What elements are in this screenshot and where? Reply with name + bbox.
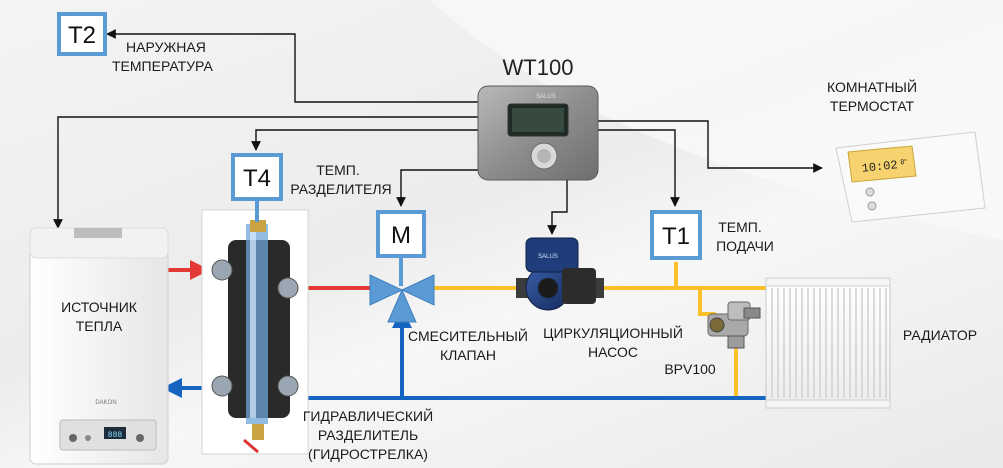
label-supply-temp-1: ТЕМП.: [718, 219, 762, 235]
thermostat-temp: 8°: [900, 158, 908, 167]
pump-motor: [562, 268, 596, 304]
boiler-knob-left: [69, 434, 77, 442]
valve-right-triangle: [400, 274, 435, 306]
mixer-actuator-box: M: [376, 210, 426, 286]
sensor-box-t2: T2: [57, 12, 107, 56]
svg-text:SALUS: SALUS: [536, 94, 556, 100]
pipe-bpv-in: [698, 288, 716, 316]
wire-t4: [251, 129, 478, 151]
bpv100-valve: [707, 301, 761, 349]
circulation-pump: SALUS: [516, 237, 604, 311]
label-outdoor-2: ТЕМПЕРАТУРА: [112, 58, 213, 74]
separator-drain-handle: [243, 438, 259, 454]
separator-port-bottom-left: [211, 375, 233, 397]
label-heat-source-1: ИСТОЧНИК: [61, 299, 138, 315]
wt100-controller: SALUS: [477, 85, 599, 181]
wire-thermostat: [598, 120, 823, 173]
label-mixing-valve-1: СМЕСИТЕЛЬНЫЙ: [408, 327, 528, 344]
svg-text:DAKON: DAKON: [95, 400, 116, 406]
separator-port-top-left: [211, 259, 233, 281]
label-pump-1: ЦИРКУЛЯЦИОННЫЙ: [543, 324, 683, 341]
pipes: [160, 260, 776, 400]
radiator: [765, 277, 891, 409]
label-outdoor-1: НАРУЖНАЯ: [126, 39, 206, 55]
control-wires: [53, 29, 823, 235]
label-mixing-valve-2: КЛАПАН: [440, 347, 496, 363]
wire-heat-source: [53, 116, 478, 229]
thermostat-button-2[interactable]: [867, 201, 877, 211]
label-separator-temp-1: ТЕМП.: [316, 162, 360, 178]
label-room-thermostat-1: КОМНАТНЫЙ: [827, 78, 917, 95]
label-room-thermostat-2: ТЕРМОСТАТ: [830, 98, 915, 114]
wire-t1: [598, 129, 680, 207]
wire-pump: [547, 180, 568, 235]
sensor-t1-label: T1: [662, 223, 690, 250]
thermostat-display: [847, 145, 917, 183]
sensor-t2-label: T2: [68, 22, 96, 49]
separator-body: [246, 224, 268, 424]
boiler-display-value: 888: [108, 431, 123, 440]
label-hydro-separator-1: ГИДРАВЛИЧЕСКИЙ: [303, 407, 433, 424]
mixer-m-label: M: [391, 222, 411, 249]
pump-head: [525, 237, 579, 273]
label-hydro-separator-2: РАЗДЕЛИТЕЛЬ: [318, 427, 418, 443]
thermostat-time: 10:02: [861, 158, 898, 176]
valve-bottom-triangle: [387, 288, 417, 323]
separator-drain: [252, 424, 264, 440]
label-radiator: РАДИАТОР: [903, 327, 977, 343]
separator-port-top-right: [277, 277, 299, 299]
boiler-display: [104, 427, 126, 439]
wire-t2: [106, 29, 478, 103]
heat-source-boiler: DAKON 888: [29, 227, 169, 465]
boiler-knob-right: [136, 434, 144, 442]
label-pump-2: НАСОС: [588, 344, 638, 360]
sensor-box-t1: T1: [650, 210, 702, 260]
label-separator-temp-2: РАЗДЕЛИТЕЛЯ: [290, 181, 391, 197]
hydraulic-separator: [201, 209, 309, 455]
separator-port-bottom-right: [277, 375, 299, 397]
boiler-top-fitting: [74, 228, 122, 238]
wire-mixer: [396, 169, 478, 207]
separator-air-vent: [250, 220, 266, 232]
mixing-valve-symbol: [369, 274, 435, 323]
boiler-button: [85, 435, 91, 441]
valve-left-triangle: [369, 274, 404, 306]
label-bpv: BPV100: [664, 361, 716, 377]
label-heat-source-2: ТЕПЛА: [76, 318, 123, 334]
label-supply-temp-2: ПОДАЧИ: [716, 238, 774, 254]
svg-text:SALUS: SALUS: [538, 254, 558, 260]
sensor-box-t4: T4: [231, 153, 283, 222]
controller-title: WT100: [503, 55, 574, 80]
thermostat-button-1[interactable]: [865, 187, 875, 197]
sensor-t4-label: T4: [243, 165, 271, 192]
room-thermostat: 10:02 8°: [835, 131, 986, 223]
label-hydro-separator-3: (ГИДРОСТРЕЛКА): [308, 446, 428, 462]
